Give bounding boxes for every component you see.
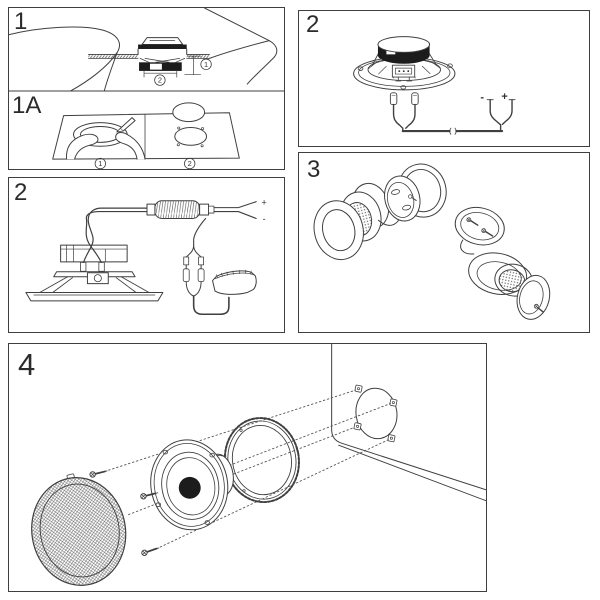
front-cup [516,274,551,320]
wire-harness [389,92,516,135]
tweeter-wire-and-connectors [182,217,230,316]
woofer-side-view [25,244,164,302]
spade-connector [198,256,204,266]
output-wires [213,201,257,220]
screw-hole [447,63,453,68]
speaker-back-view [353,36,456,91]
bullet-connector [182,268,190,283]
dimension-callout-width: 2 [143,69,178,86]
mounting-hole [355,387,398,440]
dimension-callout-depth: 1 [184,55,212,76]
polarity-minus-label: - [263,214,266,224]
cutout-step-drawing [172,102,208,148]
panel-step4-speaker-exploded: 4 [8,343,487,592]
panel2-polarity-illustration: - + [353,36,516,135]
cutout-piece [172,102,206,123]
screw-hole [162,449,169,455]
mounting-screws [466,217,494,237]
screw-hole [357,66,364,71]
svg-text:1: 1 [98,159,102,168]
tweeter-surface-mount-exploded [384,163,447,222]
callout-width-number: 2 [158,76,162,85]
screw-hole [204,520,210,525]
screw-hole [155,502,162,507]
wire-splice [449,127,457,135]
svg-text:2: 2 [188,159,192,168]
back-cup [454,206,505,246]
panel1-1a-illustration: 1 2 [9,8,284,169]
panel-number: 2 [14,179,28,206]
tweeter-angle-mount-exploded [454,206,551,320]
panel-number: 1 [14,8,28,35]
speaker-driver [150,439,234,531]
right-hand [115,132,146,160]
tweeter-wire [460,239,475,255]
mounting-tabs [353,384,398,443]
polarity-plus-label: + [501,91,507,103]
trim-ring [313,200,364,261]
screw-guide-lines [104,389,391,550]
spade-connector [183,256,190,266]
panel2-wiring-illustration: + - [25,198,267,316]
trace-step-drawing [66,117,146,160]
panel4-illustration [31,344,486,586]
spade-connector [389,92,398,106]
pillar-line [246,40,278,85]
rear-window-line [204,8,270,42]
tweeter-flush-mount-exploded [313,182,402,261]
panel-number: 3 [307,156,321,183]
panel-step2-speaker-polarity: 2 [298,10,590,147]
panel-number-1a: 1A [12,92,42,119]
speaker-cross-section [137,37,188,71]
polarity-plus-label: + [262,198,267,208]
wall-panel [331,344,486,502]
panel-step1-mounting: 1 1A [8,7,285,170]
panel-number: 4 [18,347,36,382]
panel3-illustration [313,163,551,320]
speaker-terminal [80,262,87,272]
panel-step3-tweeter-assembly: 3 [298,152,590,333]
bullet-connector [197,268,205,283]
car-interior-outline [9,8,278,92]
speaker-wires [82,207,148,263]
panel-step2-wiring-diagram: 2 [8,177,285,333]
dome [178,476,201,499]
speaker-terminal [98,262,105,272]
tweeter-side-view [212,269,257,295]
crossover-filter [146,200,215,219]
spade-connector [411,92,419,106]
panel-number: 2 [306,11,320,38]
screw-hole [209,452,215,458]
polarity-minus-label: - [480,92,484,104]
speaker-grille [31,473,127,586]
callout-depth-number: 1 [204,60,208,69]
marked-oval [174,127,208,146]
trim-ring [223,417,300,504]
angle-mount-base [384,175,421,222]
mounting-screws [89,470,160,556]
pencil [119,117,136,132]
substep-circle-2: 2 [184,157,196,169]
substep-circle-1: 1 [94,157,106,169]
screw-hole [400,85,407,90]
left-hand [66,133,99,160]
